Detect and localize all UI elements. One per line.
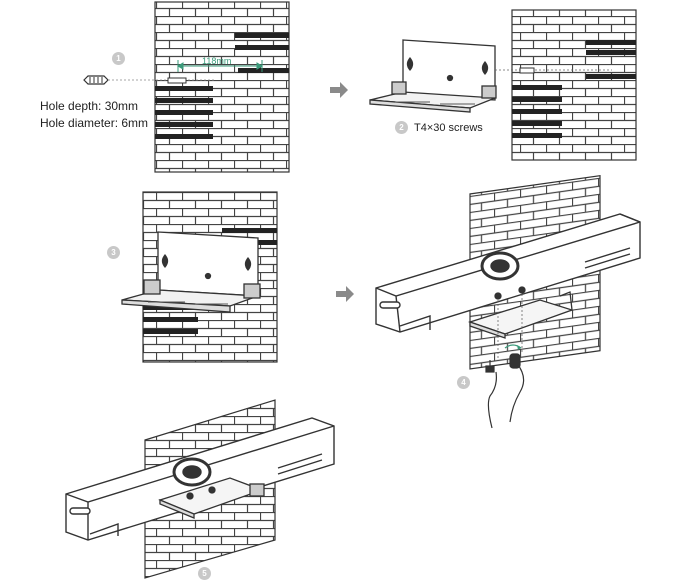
video-bar-4 (375, 213, 641, 333)
step-3-badge: 3 (107, 246, 120, 259)
step-2-panel (369, 9, 637, 161)
wall-anchor-icon (83, 75, 215, 85)
screws-label: T4×30 screws (414, 122, 483, 134)
hole-diameter-label: Hole diameter: 6mm (40, 116, 149, 130)
step-5-badge: 5 (198, 567, 211, 580)
drilled-holes-1 (155, 33, 289, 139)
dimension-label: 118mm (202, 56, 232, 66)
dimension-arrow-1 (177, 60, 263, 72)
drilled-holes-2 (512, 40, 636, 138)
flow-arrow-3-to-4 (336, 286, 354, 302)
mounted-bracket-3 (121, 231, 261, 313)
step-1-panel (83, 1, 290, 173)
flow-arrow-1-to-2 (330, 82, 348, 98)
step-1-badge: 1 (112, 52, 125, 65)
step-4-panel (375, 174, 641, 429)
hole-depth-label: Hole depth: 30mm (40, 99, 139, 113)
bracket-under-bar-5 (158, 477, 265, 519)
guide-lines-4 (497, 294, 523, 360)
hand-screwdriver-icon (485, 353, 525, 429)
video-bar-5 (65, 417, 335, 541)
step-3-panel (121, 191, 278, 363)
step-5-panel (65, 399, 335, 579)
bracket-under-bar-4 (467, 286, 575, 339)
mounting-bracket-2 (369, 39, 497, 113)
step-4-badge: 4 (457, 376, 470, 389)
step-2-badge: 2 (395, 121, 408, 134)
